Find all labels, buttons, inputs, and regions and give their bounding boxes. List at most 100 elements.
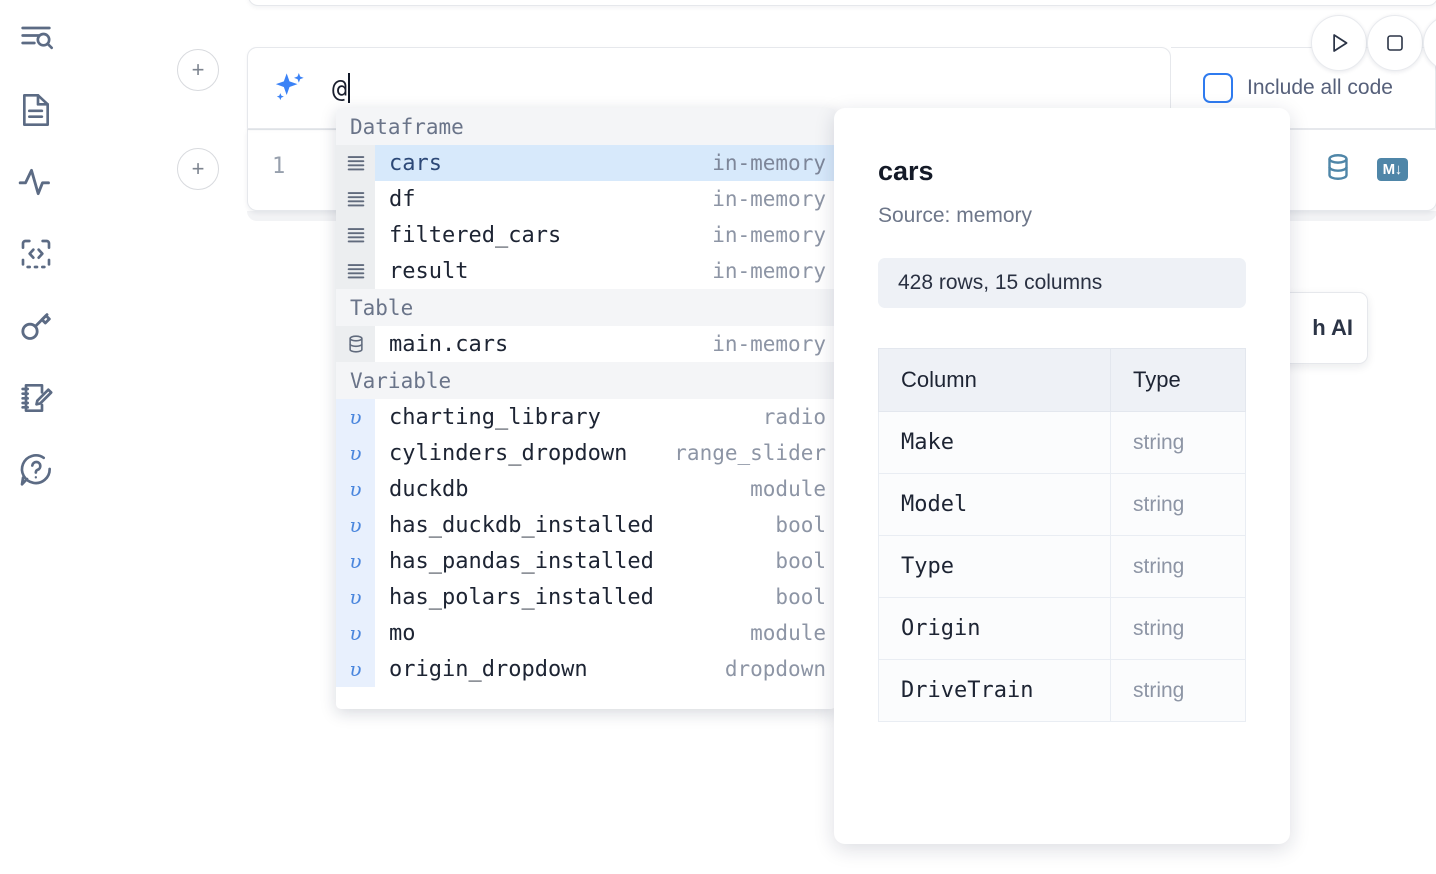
variable-icon: υ bbox=[336, 471, 375, 507]
autocomplete-group-header: Variable bbox=[336, 362, 836, 399]
variable-detail-panel: cars Source: memory 428 rows, 15 columns… bbox=[834, 108, 1290, 844]
autocomplete-item-body: has_duckdb_installed bool bbox=[375, 507, 836, 543]
markdown-badge[interactable]: M↓ bbox=[1376, 157, 1408, 182]
autocomplete-item-body: result in-memory bbox=[375, 253, 836, 289]
variable-icon: υ bbox=[336, 579, 375, 615]
autocomplete-item-body: duckdb module bbox=[375, 471, 836, 507]
autocomplete-item-body: df in-memory bbox=[375, 181, 836, 217]
include-all-code-checkbox[interactable] bbox=[1203, 73, 1233, 103]
top-card-edge bbox=[248, 0, 1436, 6]
left-sidebar bbox=[0, 0, 72, 874]
detail-title: cars bbox=[878, 156, 934, 186]
schema-column-name: Model bbox=[901, 492, 968, 517]
help-chat-icon[interactable] bbox=[14, 448, 58, 492]
autocomplete-item-type: in-memory bbox=[712, 151, 826, 175]
dataframe-icon bbox=[336, 253, 375, 289]
dataframe-icon bbox=[336, 181, 375, 217]
add-cell-button-bottom[interactable]: + bbox=[177, 148, 219, 190]
header-type: Type bbox=[1110, 348, 1246, 412]
autocomplete-item-type: module bbox=[750, 621, 826, 645]
autocomplete-item-type: bool bbox=[775, 513, 826, 537]
autocomplete-group-header: Dataframe bbox=[336, 108, 836, 145]
autocomplete-item-type: bool bbox=[775, 585, 826, 609]
autocomplete-item-type: in-memory bbox=[712, 259, 826, 283]
schema-column-type: string bbox=[1133, 616, 1185, 640]
include-all-code-label: Include all code bbox=[1247, 76, 1393, 99]
autocomplete-item-body: cylinders_dropdown range_slider bbox=[375, 435, 836, 471]
autocomplete-item-name: has_duckdb_installed bbox=[389, 512, 654, 538]
cell-toolbar: M↓ bbox=[1321, 150, 1408, 189]
header-column: Column bbox=[878, 348, 1111, 412]
detail-source: Source: memory bbox=[878, 204, 1033, 227]
autocomplete-item-type: radio bbox=[762, 405, 826, 429]
schema-column-name: DriveTrain bbox=[901, 678, 1034, 703]
table-row: Origin string bbox=[878, 597, 1246, 660]
activity-icon[interactable] bbox=[14, 160, 58, 204]
autocomplete-item[interactable]: result in-memory bbox=[336, 253, 836, 289]
autocomplete-item[interactable]: υ charting_library radio bbox=[336, 399, 836, 435]
autocomplete-item-type: dropdown bbox=[724, 657, 826, 681]
table-row: DriveTrain string bbox=[878, 659, 1246, 722]
ai-prompt-input[interactable]: @ bbox=[332, 66, 1170, 110]
autocomplete-item-type: range_slider bbox=[674, 441, 826, 465]
text-caret bbox=[348, 73, 351, 103]
file-icon[interactable] bbox=[14, 88, 58, 132]
autocomplete-item-type: in-memory bbox=[712, 187, 826, 211]
autocomplete-item-type: module bbox=[750, 477, 826, 501]
autocomplete-item[interactable]: df in-memory bbox=[336, 181, 836, 217]
autocomplete-item-name: origin_dropdown bbox=[389, 656, 588, 682]
dataframe-icon bbox=[336, 217, 375, 253]
code-dependencies-icon[interactable] bbox=[14, 232, 58, 276]
stop-button[interactable] bbox=[1367, 15, 1423, 71]
add-cell-button-top[interactable]: + bbox=[177, 49, 219, 91]
scratchpad-edit-icon[interactable] bbox=[14, 376, 58, 420]
schema-column-type: string bbox=[1133, 678, 1185, 702]
autocomplete-item-name: df bbox=[389, 186, 416, 212]
variable-icon: υ bbox=[336, 615, 375, 651]
autocomplete-item-body: charting_library radio bbox=[375, 399, 836, 435]
autocomplete-item-name: result bbox=[389, 258, 469, 284]
secrets-key-icon[interactable] bbox=[14, 304, 58, 348]
schema-column-name: Origin bbox=[901, 616, 981, 641]
variable-icon: υ bbox=[336, 543, 375, 579]
table-row: Make string bbox=[878, 411, 1246, 474]
variable-icon: υ bbox=[336, 399, 375, 435]
run-button[interactable] bbox=[1311, 15, 1367, 71]
autocomplete-item-type: in-memory bbox=[712, 223, 826, 247]
schema-column-type: string bbox=[1133, 492, 1185, 516]
autocomplete-item[interactable]: υ origin_dropdown dropdown bbox=[336, 651, 836, 687]
autocomplete-item-type: bool bbox=[775, 549, 826, 573]
autocomplete-item-name: duckdb bbox=[389, 476, 469, 502]
variable-icon: υ bbox=[336, 651, 375, 687]
table-row: Model string bbox=[878, 473, 1246, 536]
schema-column-name: Make bbox=[901, 430, 954, 455]
schema-column-type: string bbox=[1133, 430, 1185, 454]
line-number: 1 bbox=[272, 154, 286, 179]
database-icon[interactable] bbox=[1321, 150, 1355, 189]
explore-outline-icon[interactable] bbox=[14, 16, 58, 60]
autocomplete-item-name: charting_library bbox=[389, 404, 601, 430]
autocomplete-item-name: main.cars bbox=[389, 331, 509, 357]
table-db-icon bbox=[336, 326, 375, 362]
schema-column-name: Type bbox=[901, 554, 954, 579]
autocomplete-item-name: cylinders_dropdown bbox=[389, 440, 628, 466]
